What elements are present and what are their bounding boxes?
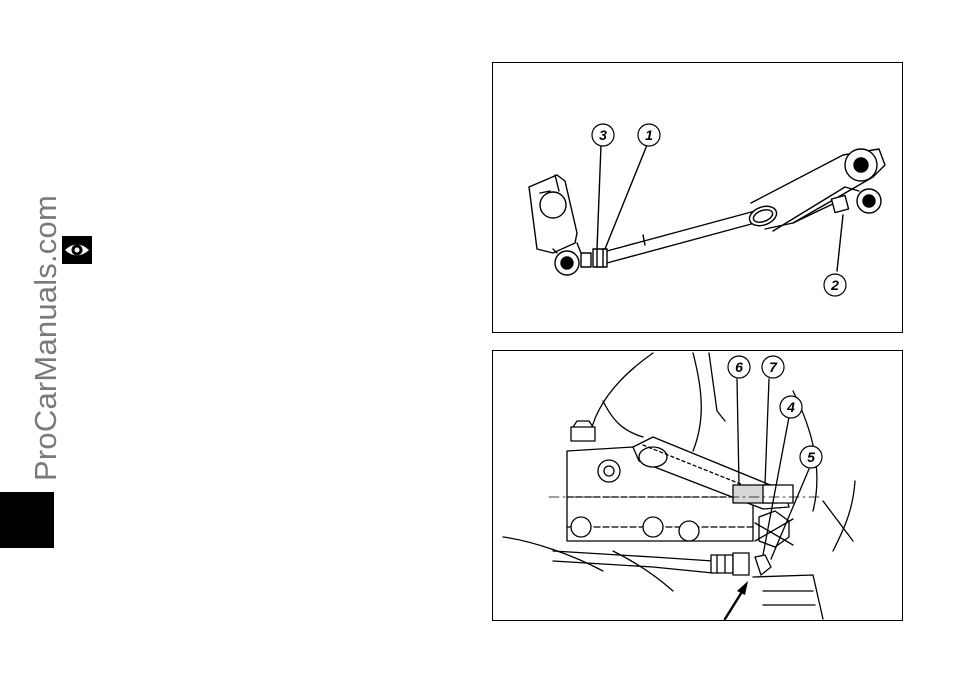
callout-5: 5 [807,449,815,465]
callout-6: 6 [735,359,743,375]
callout-1: 1 [645,127,653,143]
callout-3: 3 [599,127,607,143]
callout-4: 4 [786,399,795,415]
callout-7: 7 [769,359,778,375]
callout-2: 2 [830,277,839,293]
figure-linkage-rod: 3 1 2 [492,62,903,333]
eye-icon [62,236,92,264]
figure-mounted-linkage: 6 7 4 5 [492,350,903,621]
section-tab [0,492,54,548]
watermark-text: ProCarManuals.com [28,195,64,481]
